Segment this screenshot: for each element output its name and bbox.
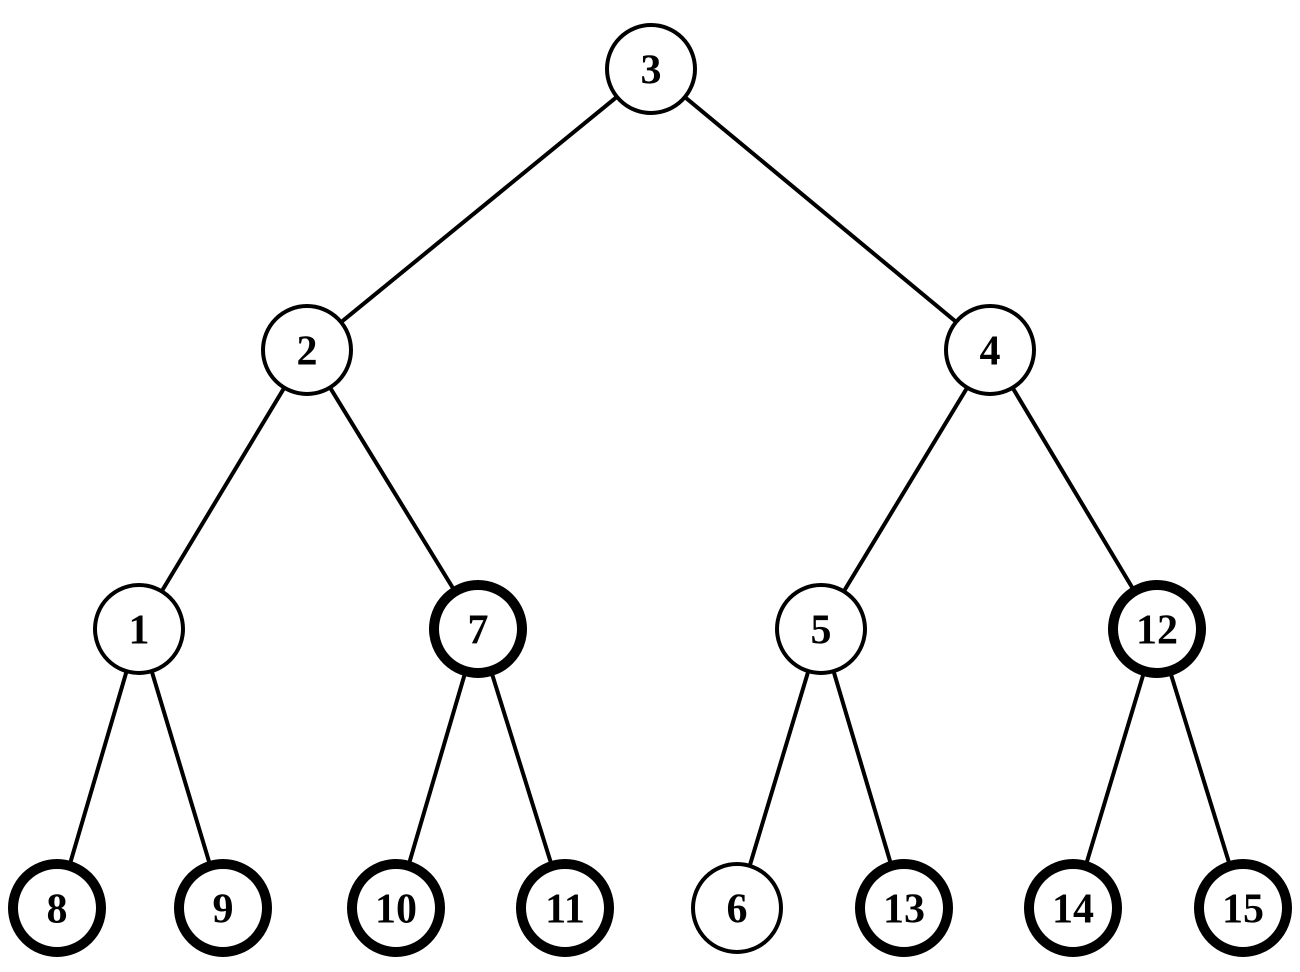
tree-node-2: 2 [261, 304, 353, 396]
tree-node-label-6: 6 [727, 887, 748, 933]
tree-node-circle-9 [174, 859, 272, 957]
tree-node-label-10: 10 [375, 887, 417, 933]
tree-node-label-2: 2 [297, 329, 318, 375]
tree-node-7: 7 [429, 580, 527, 678]
tree-node-9: 9 [174, 859, 272, 957]
tree-node-label-9: 9 [213, 887, 234, 933]
tree-node-6: 6 [691, 862, 783, 954]
tree-node-13: 13 [855, 859, 953, 957]
tree-node-circle-5 [775, 583, 867, 675]
tree-node-1: 1 [93, 583, 185, 675]
tree-node-label-7: 7 [468, 608, 489, 654]
tree-node-label-12: 12 [1136, 608, 1178, 654]
tree-node-label-4: 4 [980, 329, 1001, 375]
tree-node-circle-1 [93, 583, 185, 675]
tree-node-10: 10 [347, 859, 445, 957]
tree-node-circle-4 [944, 304, 1036, 396]
tree-node-14: 14 [1024, 859, 1122, 957]
tree-node-8: 8 [8, 859, 106, 957]
edge-2-7 [305, 348, 480, 631]
edge-3-4 [649, 67, 992, 352]
tree-node-circle-15 [1194, 859, 1292, 957]
tree-node-circle-10 [347, 859, 445, 957]
tree-node-circle-7 [429, 580, 527, 678]
tree-node-15: 15 [1194, 859, 1292, 957]
tree-node-circle-11 [516, 859, 614, 957]
tree-node-circle-8 [8, 859, 106, 957]
edge-4-12 [988, 348, 1159, 631]
tree-node-label-13: 13 [883, 887, 925, 933]
tree-node-circle-14 [1024, 859, 1122, 957]
tree-node-5: 5 [775, 583, 867, 675]
tree-node-3: 3 [605, 23, 697, 115]
edge-4-5 [819, 348, 992, 631]
tree-node-11: 11 [516, 859, 614, 957]
tree-node-circle-3 [605, 23, 697, 115]
tree-node-label-1: 1 [129, 608, 150, 654]
tree-node-label-3: 3 [641, 48, 662, 94]
tree-node-4: 4 [944, 304, 1036, 396]
tree-node-12: 12 [1108, 580, 1206, 678]
tree-node-label-11: 11 [545, 887, 585, 933]
tree-node-circle-2 [261, 304, 353, 396]
tree-node-label-8: 8 [47, 887, 68, 933]
tree-node-label-15: 15 [1222, 887, 1264, 933]
tree-node-circle-12 [1108, 580, 1206, 678]
tree-node-label-5: 5 [811, 608, 832, 654]
edge-3-2 [305, 67, 653, 352]
tree-node-circle-13 [855, 859, 953, 957]
tree-node-label-14: 14 [1052, 887, 1094, 933]
edge-2-1 [137, 348, 309, 631]
edge-5-6 [735, 628, 823, 909]
tree-node-circle-6 [691, 862, 783, 954]
